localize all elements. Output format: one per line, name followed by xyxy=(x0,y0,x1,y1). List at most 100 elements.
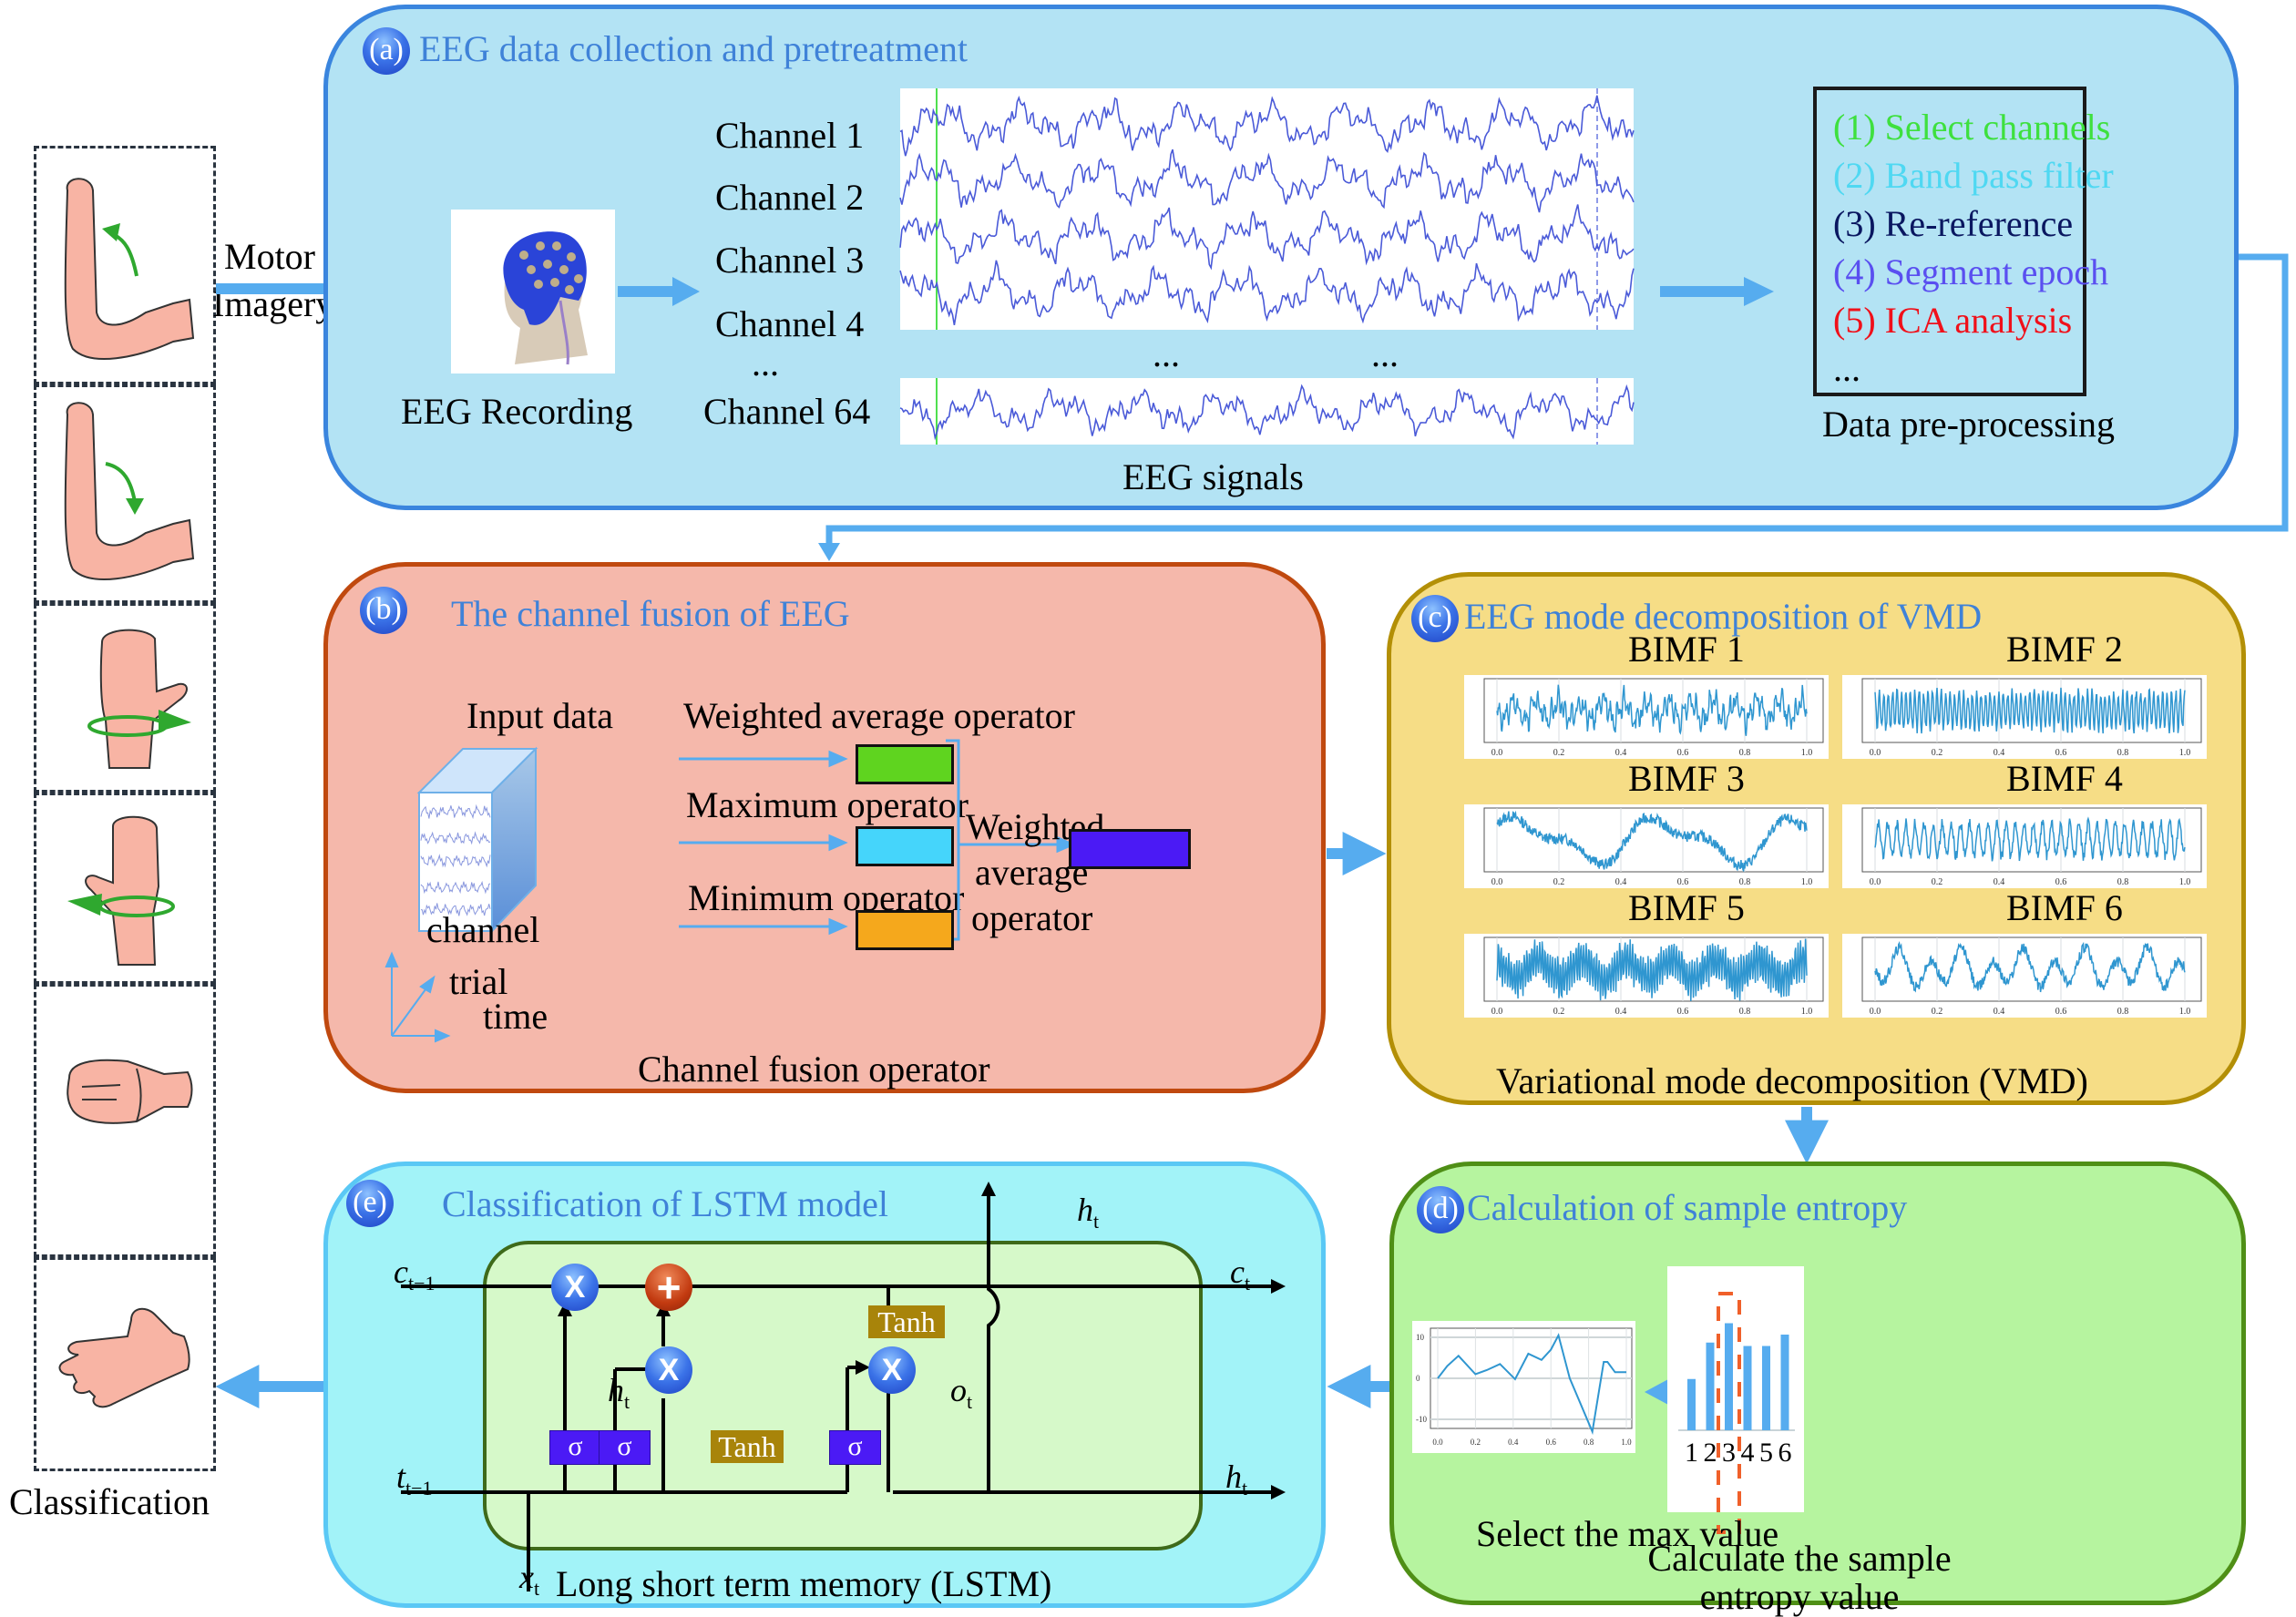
output-multiply-node: X xyxy=(868,1346,916,1394)
h-gate-label: ht xyxy=(608,1372,630,1414)
output-gate-sigma: σ xyxy=(829,1430,881,1465)
x-tick-label: 0.8 xyxy=(1739,877,1751,887)
fist-icon xyxy=(67,1059,193,1124)
y-tick-label: 0 xyxy=(1416,1374,1420,1383)
preprocessing-steps-list: (1) Select channels(2) Band pass filter(… xyxy=(1833,103,2114,393)
channel-label-2: Channel 2 xyxy=(715,177,865,218)
x-tick-label: 0.2 xyxy=(1932,1007,1943,1017)
plot-frame xyxy=(1861,807,2202,873)
entropy-bar-label-2: 2 xyxy=(1704,1438,1717,1468)
x-tick-label: 0.6 xyxy=(1546,1438,1557,1447)
x-in-label: xt xyxy=(519,1559,540,1601)
eeg-cap-image xyxy=(451,210,615,374)
arm-flex-down-icon xyxy=(64,402,195,580)
input-gate-sigma: σ xyxy=(599,1430,651,1465)
panel-e-badge: (e) xyxy=(346,1180,394,1227)
channel-label-4: Channel 4 xyxy=(715,303,865,344)
cell-tanh: Tanh xyxy=(868,1305,945,1338)
bimf-title-5: BIMF 5 xyxy=(1628,887,1745,928)
bimf-title-3: BIMF 3 xyxy=(1628,758,1745,799)
eeg-trace xyxy=(899,384,1635,441)
calc-entropy-label: Calculate the sample entropy value xyxy=(1640,1540,1959,1616)
arrow-a-to-b xyxy=(825,253,2289,547)
x-tick-label: 0.6 xyxy=(1677,748,1689,758)
op-label-maximum: Maximum operator xyxy=(686,784,969,825)
op-box-maximum xyxy=(856,826,954,866)
movement-cell-hand-close xyxy=(34,984,216,1257)
hand-rotate-left-icon xyxy=(67,815,175,966)
entropy-bar-6 xyxy=(1780,1335,1789,1430)
entropy-bar-label-4: 4 xyxy=(1741,1438,1755,1468)
movement-cell-hand-open xyxy=(34,1257,216,1471)
panel-e-title: Classification of LSTM model xyxy=(442,1183,888,1224)
bimf-title-2: BIMF 2 xyxy=(2006,629,2123,670)
axis-triad xyxy=(384,951,451,1043)
panel-c-caption: Variational mode decomposition (VMD) xyxy=(1496,1060,2088,1101)
x-tick-label: 0.2 xyxy=(1553,1007,1565,1017)
cube-trace xyxy=(420,803,491,820)
x-tick-label: 0.2 xyxy=(1932,748,1943,758)
entropy-bar-2 xyxy=(1706,1342,1715,1430)
x-tick-label: 1.0 xyxy=(1801,877,1813,887)
arrow-recording-to-signals xyxy=(618,277,700,306)
eeg-trace xyxy=(899,260,1635,326)
input-data-cube xyxy=(416,746,538,934)
x-tick-label: 1.0 xyxy=(1801,1007,1813,1017)
x-tick-label: 1.0 xyxy=(2179,1007,2191,1017)
eeg-trace xyxy=(899,148,1635,213)
open-hand-icon xyxy=(58,1307,190,1408)
op-label-weighted: Weighted average operator xyxy=(683,695,1075,736)
panel-b-channel-fusion: (b) The channel fusion of EEG Input data… xyxy=(323,562,1326,1093)
axis-trial-label: trial xyxy=(449,961,508,1002)
calc-entropy-line-2: entropy value xyxy=(1699,1576,1900,1617)
x-tick-label: 0.6 xyxy=(2055,877,2067,887)
panel-c-vmd: (c) EEG mode decomposition of VMD BIMF 1… xyxy=(1387,572,2246,1105)
channel-label-3: Channel 3 xyxy=(715,240,865,281)
plot-frame xyxy=(1483,936,1824,1002)
bimf-title-1: BIMF 1 xyxy=(1628,629,1745,670)
candidate-tanh: Tanh xyxy=(711,1430,784,1463)
arrow-a-to-b-head xyxy=(818,543,840,561)
x-tick-label: 1.0 xyxy=(1621,1438,1632,1447)
arrow-signals-to-preprocessing xyxy=(1660,277,1774,306)
x-tick-label: 0.4 xyxy=(1615,1007,1627,1017)
bimf-trace xyxy=(1496,684,1808,736)
x-tick-label: 1.0 xyxy=(2179,748,2191,758)
x-tick-label: 0.4 xyxy=(1994,877,2005,887)
cube-trace xyxy=(420,903,491,916)
bimf-trace xyxy=(1874,687,2186,734)
x-tick-label: 0.6 xyxy=(1677,877,1689,887)
channel-label-1: Channel 1 xyxy=(715,115,865,156)
y-tick-label: 10 xyxy=(1416,1333,1425,1342)
x-tick-label: 0.6 xyxy=(1677,1007,1689,1017)
x-tick-label: 0.0 xyxy=(1491,1007,1503,1017)
entropy-bar-5 xyxy=(1762,1346,1770,1430)
x-tick-label: 0.0 xyxy=(1870,1007,1881,1017)
entropy-bar-3 xyxy=(1725,1323,1733,1430)
panel-a-data-collection: (a) EEG data collection and pretreatment… xyxy=(323,5,2239,510)
hand-rotate-right-icon xyxy=(87,629,191,769)
x-tick-label: 0.8 xyxy=(2117,748,2129,758)
x-tick-label: 0.8 xyxy=(1584,1438,1594,1447)
classification-label: Classification xyxy=(9,1481,210,1522)
movement-cell-wrist-pronation xyxy=(34,793,216,984)
bimf-title-4: BIMF 4 xyxy=(2006,758,2123,799)
eeg-signals-label: EEG signals xyxy=(1122,456,1304,497)
max-value-trace xyxy=(1437,1333,1626,1436)
h-out-right-label: ht xyxy=(1225,1458,1248,1500)
eeg-signals-plot-channel-64 xyxy=(899,378,1635,445)
x-tick-label: 0.8 xyxy=(1739,748,1751,758)
panel-b-caption: Channel fusion operator xyxy=(638,1049,990,1090)
plot-frame xyxy=(1861,936,2202,1002)
x-tick-label: 0.4 xyxy=(1615,748,1627,758)
panel-a-badge: (a) xyxy=(363,27,410,75)
plot-frame xyxy=(1483,807,1824,873)
channel-ellipsis: ... xyxy=(752,343,779,384)
panel-c-title: EEG mode decomposition of VMD xyxy=(1464,596,1983,637)
eeg-trace xyxy=(899,95,1635,157)
fusion-connectors xyxy=(679,739,1076,941)
